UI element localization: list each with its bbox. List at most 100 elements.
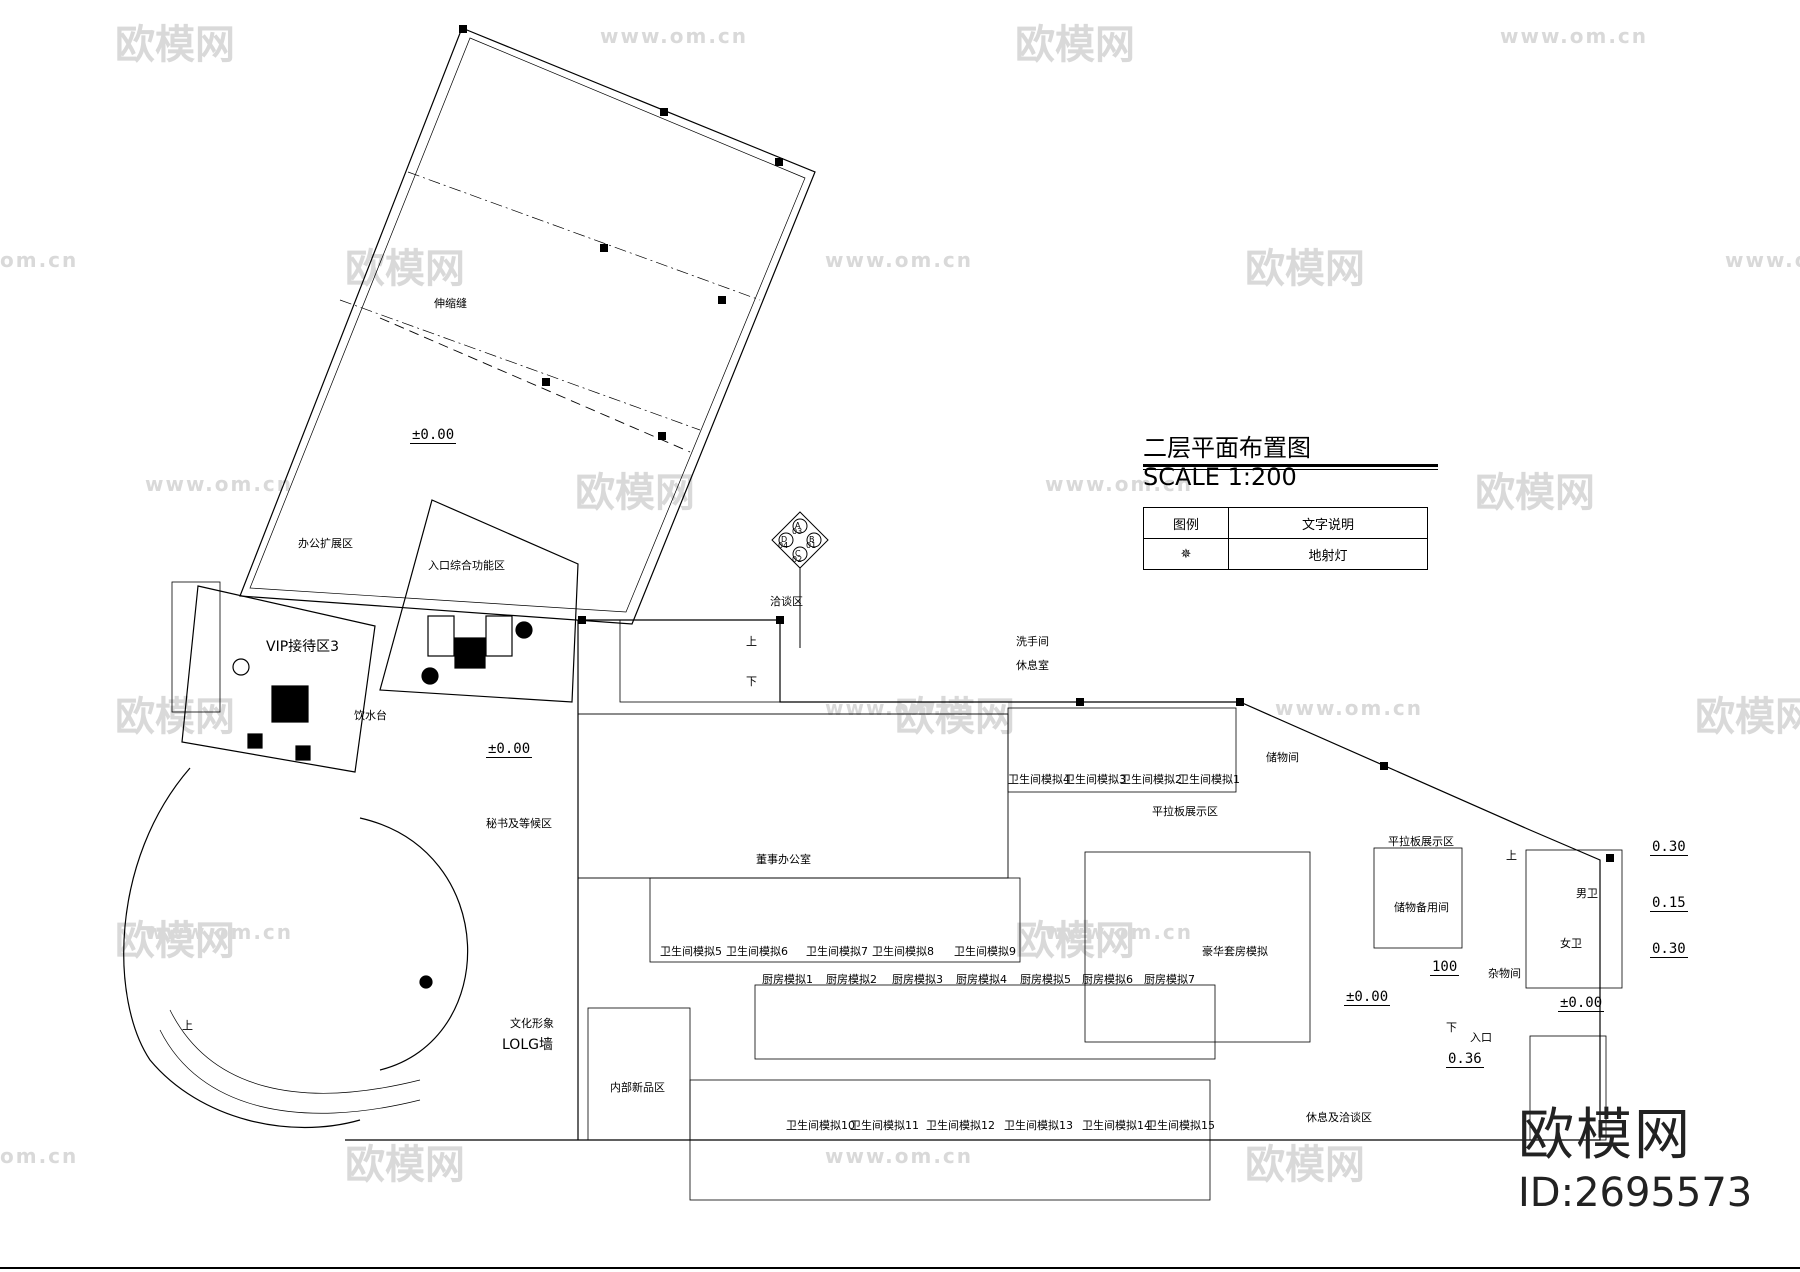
column bbox=[775, 158, 783, 166]
grid-line-2 bbox=[339, 299, 701, 431]
elevation-mark: 100 bbox=[1430, 959, 1460, 977]
room-label-lounge: 休息室 bbox=[1016, 659, 1049, 672]
bath-label-row1: 卫生间模拟1 bbox=[1178, 773, 1240, 786]
kitchen-label: 厨房模拟7 bbox=[1144, 973, 1195, 986]
room-label-secretary: 秘书及等候区 bbox=[486, 817, 552, 830]
office-extension-inner bbox=[249, 37, 806, 613]
office-extension-outline bbox=[239, 27, 816, 625]
room-label-chairman: 董事办公室 bbox=[756, 853, 811, 866]
room-label-up3: 上 bbox=[1506, 849, 1517, 862]
column bbox=[578, 616, 586, 624]
bath-label-row2: 卫生间模拟5 bbox=[660, 945, 722, 958]
room-label-bar: 饮水台 bbox=[354, 709, 387, 722]
bath-label-row3: 卫生间模拟12 bbox=[926, 1119, 995, 1132]
compass-label: A bbox=[795, 521, 801, 530]
entrance-round-1 bbox=[515, 621, 533, 639]
title-underline-thin bbox=[1143, 469, 1438, 470]
plan-title-block: 二层平面布置图SCALE 1:200 bbox=[1143, 428, 1443, 491]
room-label-negotiation: 洽谈区 bbox=[770, 595, 803, 608]
room-label-office-ext: 办公扩展区 bbox=[298, 537, 353, 550]
column bbox=[600, 244, 608, 252]
bath-row-1 bbox=[1007, 707, 1237, 793]
elevation-mark: ±0.00 bbox=[1344, 989, 1391, 1007]
vip-table bbox=[271, 685, 309, 723]
stairwell bbox=[619, 619, 781, 703]
entrance-sofa-1 bbox=[427, 615, 455, 657]
elevation-mark: ±0.00 bbox=[1558, 995, 1605, 1013]
room-label-handwash: 洗手间 bbox=[1016, 635, 1049, 648]
elevation-mark: 0.36 bbox=[1446, 1051, 1484, 1069]
room-label-male-wc: 男卫 bbox=[1576, 887, 1598, 900]
room-label-down2: 下 bbox=[1446, 1021, 1457, 1034]
elevation-mark: 0.30 bbox=[1650, 839, 1688, 857]
bath-label-row3: 卫生间模拟13 bbox=[1004, 1119, 1073, 1132]
brand-logo: 欧模网 bbox=[1518, 1103, 1692, 1168]
kitchen-label: 厨房模拟5 bbox=[1020, 973, 1071, 986]
compass-icon bbox=[771, 511, 829, 648]
bath-label-row3: 卫生间模拟11 bbox=[850, 1119, 919, 1132]
entrance-sofa-2 bbox=[485, 615, 513, 657]
column bbox=[1076, 698, 1084, 706]
kitchen-row bbox=[754, 984, 1216, 1060]
lobby-curve-outer bbox=[123, 767, 361, 1129]
lobby-stair-curve-2 bbox=[169, 1009, 421, 1094]
room-label-female-wc: 女卫 bbox=[1560, 937, 1582, 950]
plan-scale: SCALE 1:200 bbox=[1143, 463, 1297, 491]
lobby-column bbox=[419, 975, 433, 989]
bath-label-row2: 卫生间模拟9 bbox=[954, 945, 1016, 958]
compass-label: D bbox=[781, 535, 788, 544]
entrance-room-outline bbox=[379, 499, 579, 703]
legend-table: 图例 文字说明 ✵ 地射灯 bbox=[1143, 507, 1428, 570]
column bbox=[1380, 762, 1388, 770]
title-underline bbox=[1143, 464, 1438, 467]
bath-row-2 bbox=[649, 877, 1021, 963]
brand-id: ID:2695573 bbox=[1518, 1170, 1753, 1216]
bath-label-row3: 卫生间模拟10 bbox=[786, 1119, 855, 1132]
elevation-mark: 0.15 bbox=[1650, 895, 1688, 913]
vip-round bbox=[232, 658, 250, 676]
room-label-spare-room: 储物备用间 bbox=[1394, 901, 1449, 914]
bath-label-row1: 卫生间模拟4 bbox=[1008, 773, 1070, 786]
entrance-round-2 bbox=[421, 667, 439, 685]
plan-title: 二层平面布置图 bbox=[1143, 434, 1311, 462]
room-label-storage: 储物间 bbox=[1266, 751, 1299, 764]
bath-label-row3: 卫生间模拟14 bbox=[1082, 1119, 1151, 1132]
compass-label: 01 bbox=[806, 541, 817, 550]
wc-block bbox=[1525, 849, 1623, 989]
elevation-mark: 0.30 bbox=[1650, 941, 1688, 959]
vip-block-1 bbox=[247, 733, 263, 749]
legend-row-text: 地射灯 bbox=[1228, 538, 1428, 570]
luxury-suite bbox=[1084, 851, 1311, 1043]
lobby-stair-curve bbox=[159, 1029, 421, 1114]
column bbox=[1236, 698, 1244, 706]
entrance-table bbox=[454, 637, 486, 669]
vip-balcony bbox=[171, 581, 221, 713]
elevation-mark: ±0.00 bbox=[410, 427, 457, 445]
kitchen-label: 厨房模拟4 bbox=[956, 973, 1007, 986]
column bbox=[658, 432, 666, 440]
room-label-logo-wall: LOLG墙 bbox=[502, 1037, 553, 1053]
bath-row-3 bbox=[689, 1079, 1211, 1201]
column bbox=[718, 296, 726, 304]
column bbox=[1606, 854, 1614, 862]
kitchen-label: 厨房模拟1 bbox=[762, 973, 813, 986]
room-label-up2: 上 bbox=[182, 1019, 193, 1032]
compass-label: C bbox=[795, 549, 801, 558]
bath-label-row2: 卫生间模拟7 bbox=[806, 945, 868, 958]
room-label-down1: 下 bbox=[746, 675, 757, 688]
bath-label-row1: 卫生间模拟2 bbox=[1120, 773, 1182, 786]
room-label-culture: 文化形象 bbox=[510, 1017, 554, 1030]
compass-label: 02 bbox=[792, 555, 803, 564]
bath-label-row2: 卫生间模拟8 bbox=[872, 945, 934, 958]
room-label-utility: 杂物间 bbox=[1488, 967, 1521, 980]
expansion-joint-line bbox=[379, 317, 691, 453]
column bbox=[459, 25, 467, 33]
column bbox=[660, 108, 668, 116]
room-label-luxury: 豪华套房模拟 bbox=[1202, 945, 1268, 958]
compass-label: 04 bbox=[778, 541, 789, 550]
room-label-up1: 上 bbox=[746, 635, 757, 648]
column bbox=[776, 616, 784, 624]
right-stair bbox=[1529, 1035, 1607, 1141]
lobby-curve-inner bbox=[359, 817, 469, 1071]
compass-label: B bbox=[809, 535, 815, 544]
